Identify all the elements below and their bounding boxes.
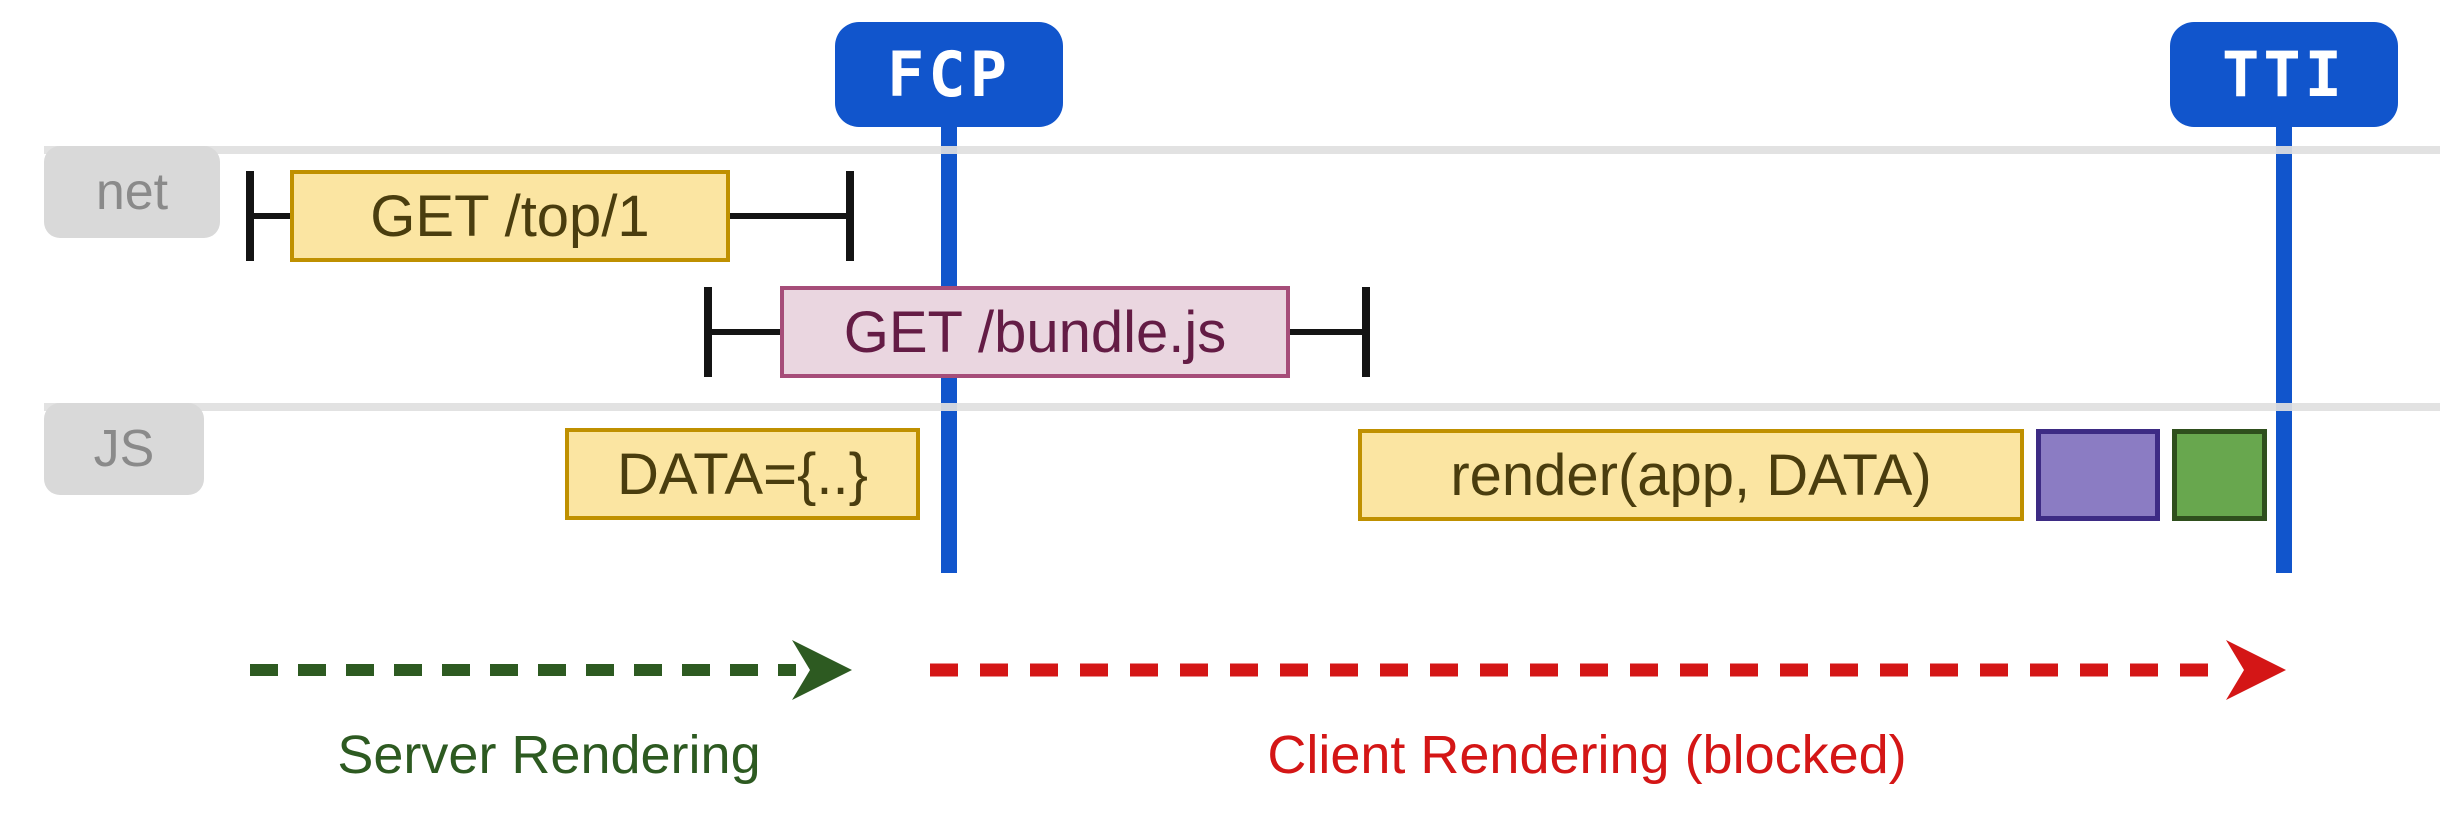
get-bundle-whisker-end-line: [1290, 329, 1362, 335]
tti-marker-line: [2276, 120, 2292, 573]
get-bundle-whisker-start-line: [712, 329, 780, 335]
purple-task-box: [2036, 429, 2160, 521]
client-rendering-arrow: [930, 640, 2286, 700]
phase-arrows: [250, 640, 2286, 700]
client-rendering-label: Client Rendering (blocked): [1267, 725, 1907, 785]
js-lane-line: [44, 403, 2440, 411]
net-lane-tab: net: [44, 146, 220, 238]
green-task-box: [2172, 429, 2267, 521]
get-top-whisker-start-cap: [246, 171, 254, 261]
fcp-badge-label: FCP: [887, 38, 1011, 111]
data-assign-event-label: DATA={..}: [617, 441, 868, 507]
js-lane-label: JS: [93, 420, 155, 478]
render-call-event-box: render(app, DATA): [1358, 429, 2024, 521]
client-arrowhead-icon: [2226, 640, 2286, 700]
server-arrowhead-icon: [792, 640, 852, 700]
get-top-whisker-end-line: [730, 213, 846, 219]
get-bundle-whisker-start-cap: [704, 287, 712, 377]
net-lane-label: net: [95, 163, 169, 221]
net-lane-line: [44, 146, 2440, 154]
get-bundle-whisker-end-cap: [1362, 287, 1370, 377]
server-rendering-label: Server Rendering: [337, 725, 761, 785]
fcp-badge: FCP: [835, 22, 1063, 127]
get-top-whisker-end-cap: [846, 171, 854, 261]
tti-badge-label: TTI: [2222, 38, 2346, 111]
get-bundle-event-box: GET /bundle.js: [780, 286, 1290, 378]
get-top-event-box: GET /top/1: [290, 170, 730, 262]
render-call-event-label: render(app, DATA): [1450, 442, 1932, 508]
get-top-event-label: GET /top/1: [370, 183, 650, 249]
get-top-whisker-start-line: [254, 213, 290, 219]
data-assign-event-box: DATA={..}: [565, 428, 920, 520]
tti-badge: TTI: [2170, 22, 2398, 127]
get-bundle-event-label: GET /bundle.js: [843, 299, 1227, 365]
server-rendering-arrow: [250, 640, 852, 700]
js-lane-tab: JS: [44, 403, 204, 495]
